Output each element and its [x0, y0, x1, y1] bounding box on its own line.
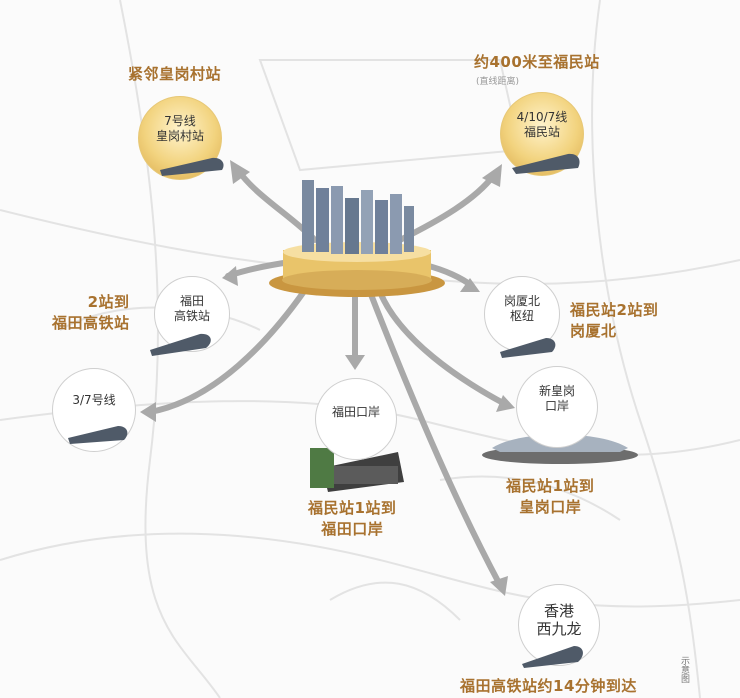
xin-huanggang-building: [482, 434, 638, 464]
title-xin-huanggang-l1: 福民站1站到: [506, 477, 595, 495]
title-gangxia-north-l2: 岗厦北: [570, 322, 617, 340]
node-xin-huanggang-l1: 新皇岗: [538, 384, 575, 398]
node-huanggangcun-l2: 皇岗村站: [155, 129, 204, 143]
node-hk-l2: 西九龙: [536, 620, 582, 638]
node-futian-hsr-l2: 高铁站: [173, 309, 210, 323]
note-fumin: (直线距离): [476, 77, 520, 87]
node-xin-huanggang-l2: 口岸: [544, 399, 569, 413]
schematic-note: 示意图: [679, 656, 689, 683]
node-futian-hsr-l1: 福田: [179, 294, 204, 308]
title-futian-port: 福民站1站到 福田口岸: [308, 498, 396, 540]
title-futian-port-l1: 福民站1站到: [308, 499, 397, 517]
tower-cluster: [302, 180, 414, 254]
node-fumin-l1: 4/10/7线: [516, 110, 568, 124]
node-huanggangcun-l1: 7号线: [164, 114, 196, 128]
node-gangxia-north-l1: 岗厦北: [503, 294, 540, 308]
title-gangxia-north: 福民站2站到 岗厦北: [570, 300, 658, 342]
node-futian-port-l1: 福田口岸: [331, 405, 380, 419]
futian-port-building: [310, 448, 404, 492]
title-futian-hsr: 2站到 福田高铁站: [52, 292, 130, 334]
title-xin-huanggang-l2: 皇岗口岸: [519, 498, 582, 516]
title-futian-hsr-l2: 福田高铁站: [52, 314, 130, 332]
node-fumin-l2: 福民站: [523, 125, 560, 139]
node-gangxia-north-l2: 枢纽: [509, 309, 534, 323]
node-hk-l1: 香港: [543, 602, 574, 620]
title-xin-huanggang: 福民站1站到 皇岗口岸: [506, 476, 594, 518]
title-futian-hsr-l1: 2站到: [87, 293, 130, 311]
title-fumin: 约400米至福民站: [474, 53, 600, 71]
title-huanggangcun: 紧邻皇岗村站: [128, 65, 222, 83]
node-line37-l1: 3/7号线: [72, 393, 116, 407]
train-icon: [68, 153, 583, 668]
node-futian-port: 福田口岸: [315, 378, 397, 460]
title-futian-port-l2: 福田口岸: [321, 520, 384, 538]
title-hk-westkowloon: 福田高铁站约14分钟到达: [460, 677, 637, 695]
title-gangxia-north-l1: 福民站2站到: [570, 301, 659, 319]
node-xin-huanggang: 新皇岗口岸: [516, 366, 598, 448]
